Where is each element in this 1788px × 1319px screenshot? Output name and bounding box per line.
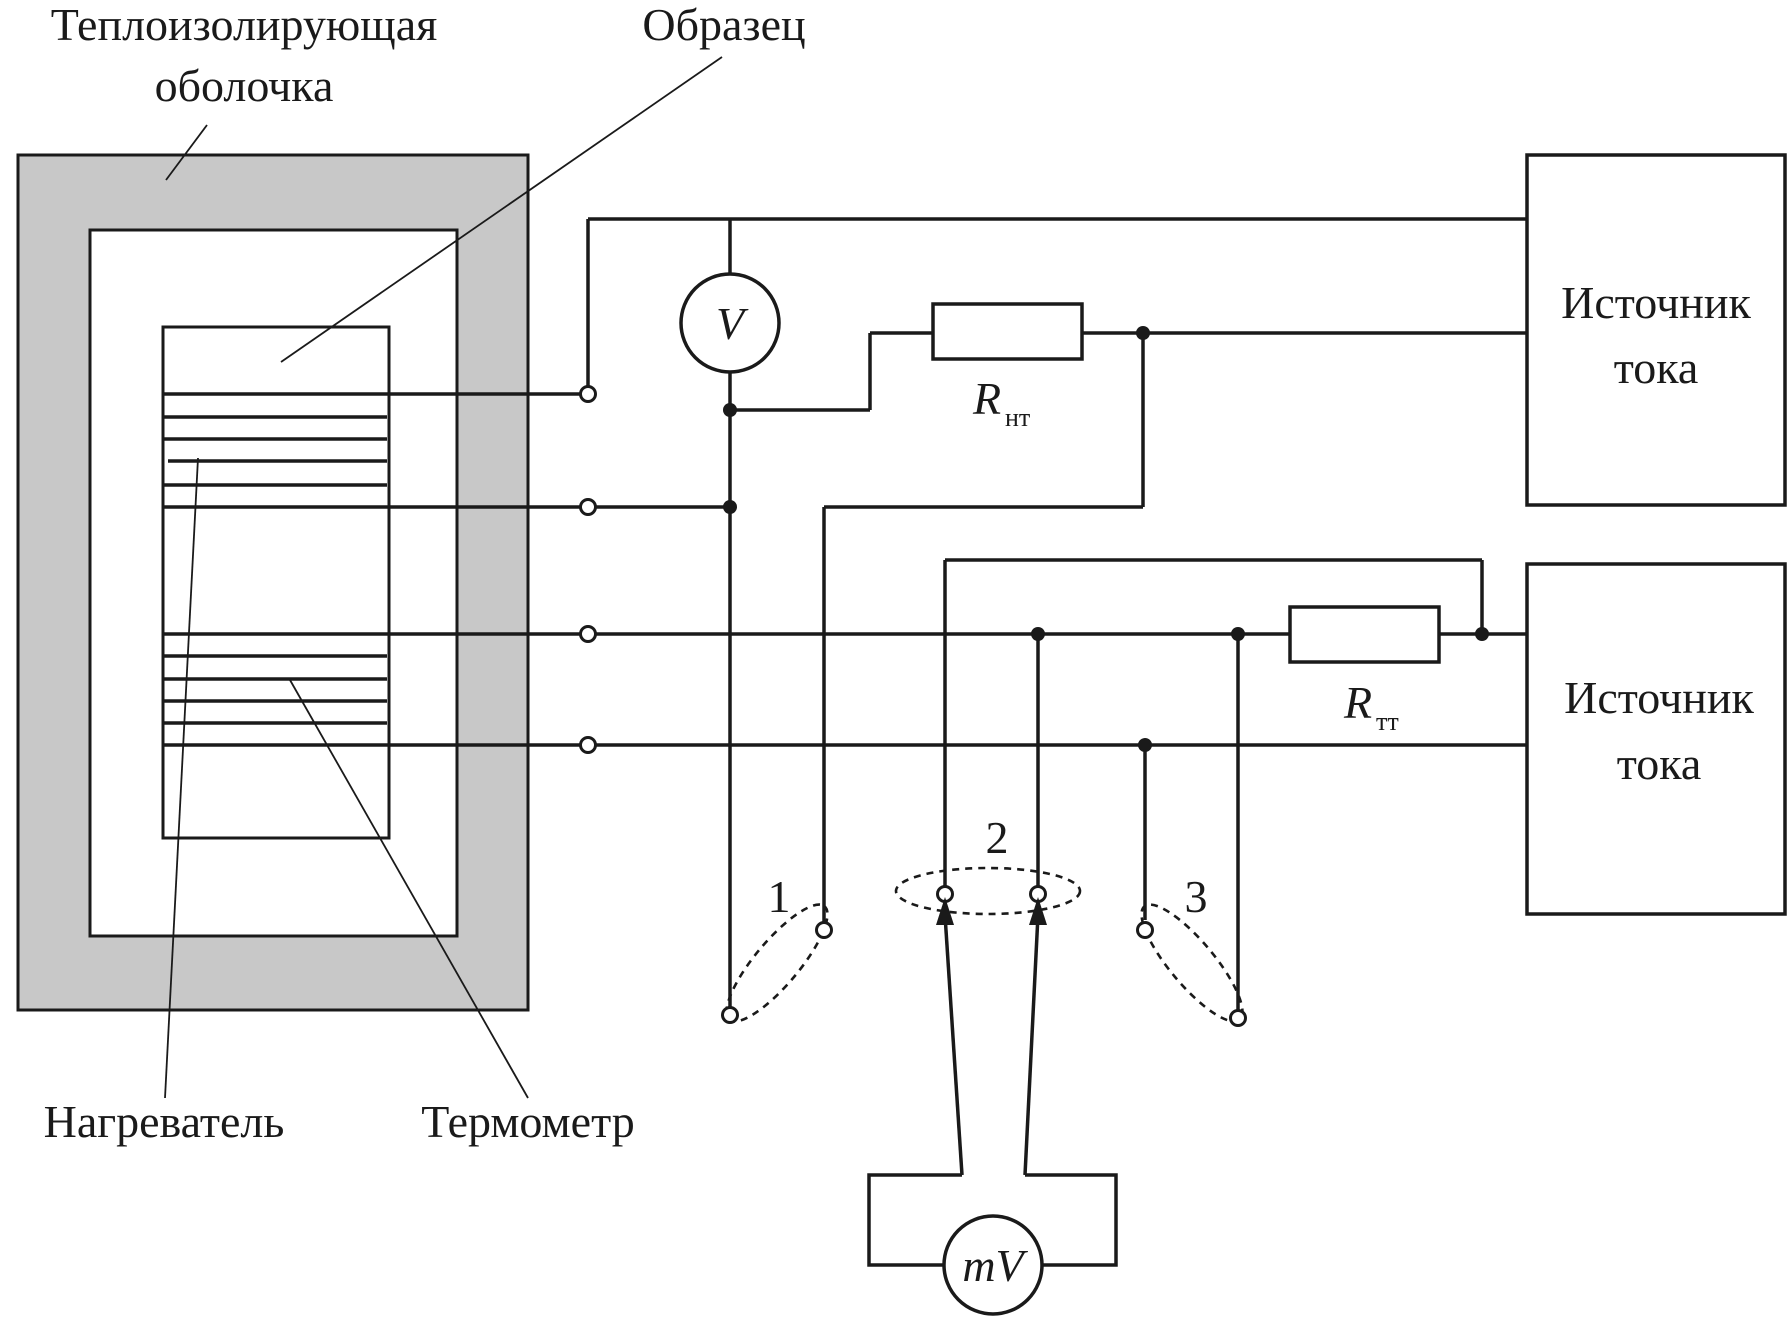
millivoltmeter-symbol: mV (962, 1240, 1028, 1291)
current-source-top (1525, 153, 1787, 507)
terminal-pair-1-b (815, 921, 833, 939)
leader-lines (164, 56, 723, 1099)
sample-block (161, 325, 391, 840)
current-source-bottom (1525, 562, 1787, 916)
thermometer-winding (163, 632, 387, 747)
millivoltmeter (942, 1214, 1044, 1316)
source-top-label-line2: тока (1614, 342, 1699, 393)
source-top-label-line1: Источник (1561, 277, 1751, 328)
source-bottom-label-line1: Источник (1564, 672, 1754, 723)
terminal-pair-2-outline (894, 866, 1082, 916)
voltmeter-symbol: V (716, 298, 749, 349)
shell-terminals (579, 385, 597, 754)
pair-2-number: 2 (986, 812, 1009, 863)
insulation-label-line1: Теплоизолирующая (51, 0, 438, 50)
terminal-pair-3-b (1229, 1009, 1247, 1027)
heater-label: Нагреватель (44, 1096, 285, 1147)
heater-winding (163, 392, 387, 509)
voltmeter (679, 272, 781, 374)
terminal-pair-1-a (721, 1006, 739, 1024)
terminal-pair-3-a (1136, 921, 1154, 939)
millivoltmeter-probes (867, 897, 1118, 1267)
resistor-heater (931, 302, 1084, 361)
resistor-heater-label: R (972, 373, 1001, 424)
resistor-thermometer-subscript: тт (1376, 707, 1399, 736)
sample-label: Образец (642, 0, 805, 50)
insulation-label-line2: оболочка (155, 60, 334, 111)
pair-3-number: 3 (1185, 871, 1208, 922)
resistor-heater-subscript: нт (1005, 403, 1030, 432)
pair-1-number: 1 (768, 871, 791, 922)
resistor-thermometer-label: R (1343, 677, 1372, 728)
thermometer-label: Термометр (421, 1096, 635, 1147)
resistor-thermometer (1288, 605, 1441, 664)
junction-dots (723, 326, 1489, 752)
source-bottom-label-line2: тока (1617, 738, 1702, 789)
